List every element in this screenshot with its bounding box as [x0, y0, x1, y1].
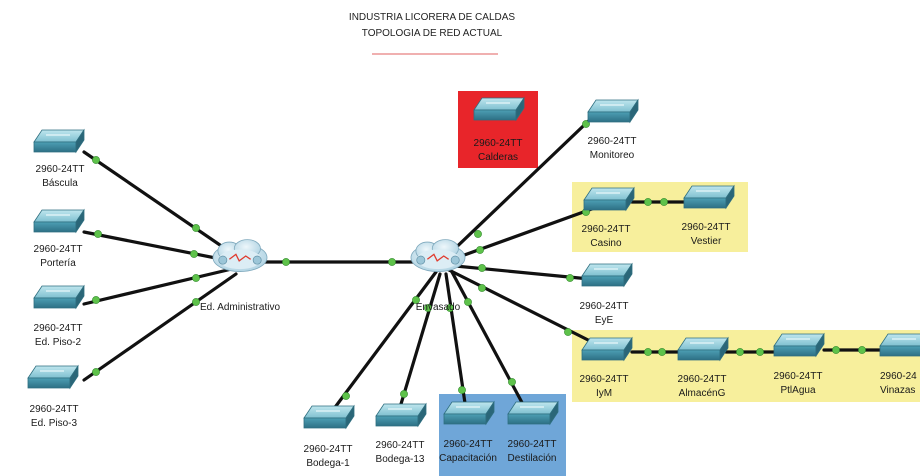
switch-icon: [27, 365, 79, 389]
switch-icon: [473, 97, 525, 121]
switch-model-label: 2960-24TT: [304, 444, 353, 455]
switch-model-label: 2960-24TT: [580, 301, 629, 312]
switch-name-label: Ed. Piso-2: [35, 337, 82, 348]
switch-calderas[interactable]: 2960-24TT Calderas: [473, 97, 525, 163]
switch-icon: [581, 263, 633, 287]
diagram-subtitle: TOPOLOGIA DE RED ACTUAL: [362, 28, 503, 39]
switch-ptagua[interactable]: 2960-24TT PtlAgua: [773, 333, 825, 396]
switch-name-label: EyE: [595, 315, 614, 326]
switch-almacen[interactable]: 2960-24TT AlmacénG: [677, 337, 729, 399]
diagram-title: INDUSTRIA LICORERA DE CALDAS: [349, 12, 515, 23]
link-piso2-admin: [82, 266, 238, 306]
switch-bodega-1[interactable]: 2960-24TT Bodega-1: [303, 405, 355, 469]
switch-name-label: Calderas: [478, 152, 518, 163]
router-envasado[interactable]: Envasado: [410, 238, 466, 313]
switch-model-label: 2960-24TT: [34, 244, 83, 255]
switch-iym[interactable]: 2960-24TT IyM: [580, 337, 633, 399]
router-ed-administrativo[interactable]: Ed. Administrativo: [200, 238, 280, 313]
switch-name-label: Capacitación: [439, 453, 497, 464]
switch-destilacion[interactable]: 2960-24TT Destilación: [507, 401, 559, 464]
switch-icon: [683, 185, 735, 209]
switch-monitoreo[interactable]: 2960-24TT Monitoreo: [587, 99, 639, 161]
switch-bodega-13[interactable]: 2960-24TT Bodega-13: [375, 403, 427, 465]
switch-icon: [879, 333, 920, 357]
switch-model-label: 2960-24TT: [588, 136, 637, 147]
link-porteria-admin: [82, 230, 238, 264]
switch-icon: [33, 285, 85, 309]
switch-icon: [303, 405, 355, 429]
switch-model-label: 2960-24TT: [474, 138, 523, 149]
switch-name-label: Bodega-13: [376, 454, 425, 465]
link-envasado-bodega1: [328, 270, 438, 416]
switch-model-label: 2960-24: [880, 371, 917, 382]
switch-model-label: 2960-24TT: [678, 374, 727, 385]
switch-porteria[interactable]: 2960-24TT Portería: [33, 209, 85, 269]
switch-name-label: Casino: [590, 238, 622, 249]
switch-name-label: Bodega-1: [306, 458, 350, 469]
switch-icon: [677, 337, 729, 361]
switch-icon: [375, 403, 427, 427]
link-envasado-destilacion: [450, 270, 528, 412]
switch-name-label: Vestier: [691, 236, 722, 247]
link-envasado-iym: [443, 266, 602, 348]
switch-icon: [773, 333, 825, 357]
switch-vinazas[interactable]: 2960-24 Vinazas: [879, 333, 920, 396]
switch-icon: [507, 401, 559, 425]
switch-ed-piso-3[interactable]: 2960-24TT Ed. Piso-3: [27, 365, 79, 429]
switch-name-label: Portería: [40, 258, 76, 269]
switch-model-label: 2960-24TT: [582, 224, 631, 235]
link-ports: [92, 120, 866, 400]
link-envasado-eye: [443, 263, 602, 282]
switch-model-label: 2960-24TT: [36, 164, 85, 175]
switch-name-label: IyM: [596, 388, 612, 399]
switch-casino[interactable]: 2960-24TT Casino: [582, 187, 635, 249]
link-piso3-admin: [82, 272, 238, 382]
switch-capacitacion[interactable]: 2960-24TT Capacitación: [439, 401, 497, 464]
switch-model-label: 2960-24TT: [34, 323, 83, 334]
router-cloud-icon: [212, 238, 268, 273]
switch-model-label: 2960-24TT: [774, 371, 823, 382]
switch-model-label: 2960-24TT: [682, 222, 731, 233]
switch-icon: [33, 129, 85, 153]
router-envasado-label: Envasado: [416, 302, 461, 313]
switch-model-label: 2960-24TT: [30, 404, 79, 415]
switch-ed-piso-2[interactable]: 2960-24TT Ed. Piso-2: [33, 285, 85, 348]
switch-name-label: Báscula: [42, 178, 78, 189]
switch-icon: [443, 401, 495, 425]
network-links: [82, 108, 886, 416]
switch-name-label: AlmacénG: [679, 388, 726, 399]
switch-eye[interactable]: 2960-24TT EyE: [580, 263, 633, 326]
router-admin-label: Ed. Administrativo: [200, 302, 280, 313]
switch-name-label: Destilación: [508, 453, 557, 464]
switch-bascula[interactable]: 2960-24TT Báscula: [33, 129, 85, 189]
router-cloud-icon: [410, 238, 466, 273]
switch-name-label: PtlAgua: [780, 385, 815, 396]
switch-model-label: 2960-24TT: [376, 440, 425, 451]
switch-name-label: Monitoreo: [590, 150, 635, 161]
switch-model-label: 2960-24TT: [508, 439, 557, 450]
switch-name-label: Ed. Piso-3: [31, 418, 78, 429]
switch-vestier[interactable]: 2960-24TT Vestier: [682, 185, 735, 247]
switch-icon: [583, 187, 635, 211]
link-envasado-casino: [443, 204, 602, 264]
switch-icon: [33, 209, 85, 233]
switch-name-label: Vinazas: [880, 385, 915, 396]
switch-icon: [581, 337, 633, 361]
switch-icon: [587, 99, 639, 123]
switch-model-label: 2960-24TT: [444, 439, 493, 450]
switch-model-label: 2960-24TT: [580, 374, 629, 385]
link-envasado-monitoreo: [443, 108, 602, 260]
link-bascula-admin: [82, 150, 238, 258]
